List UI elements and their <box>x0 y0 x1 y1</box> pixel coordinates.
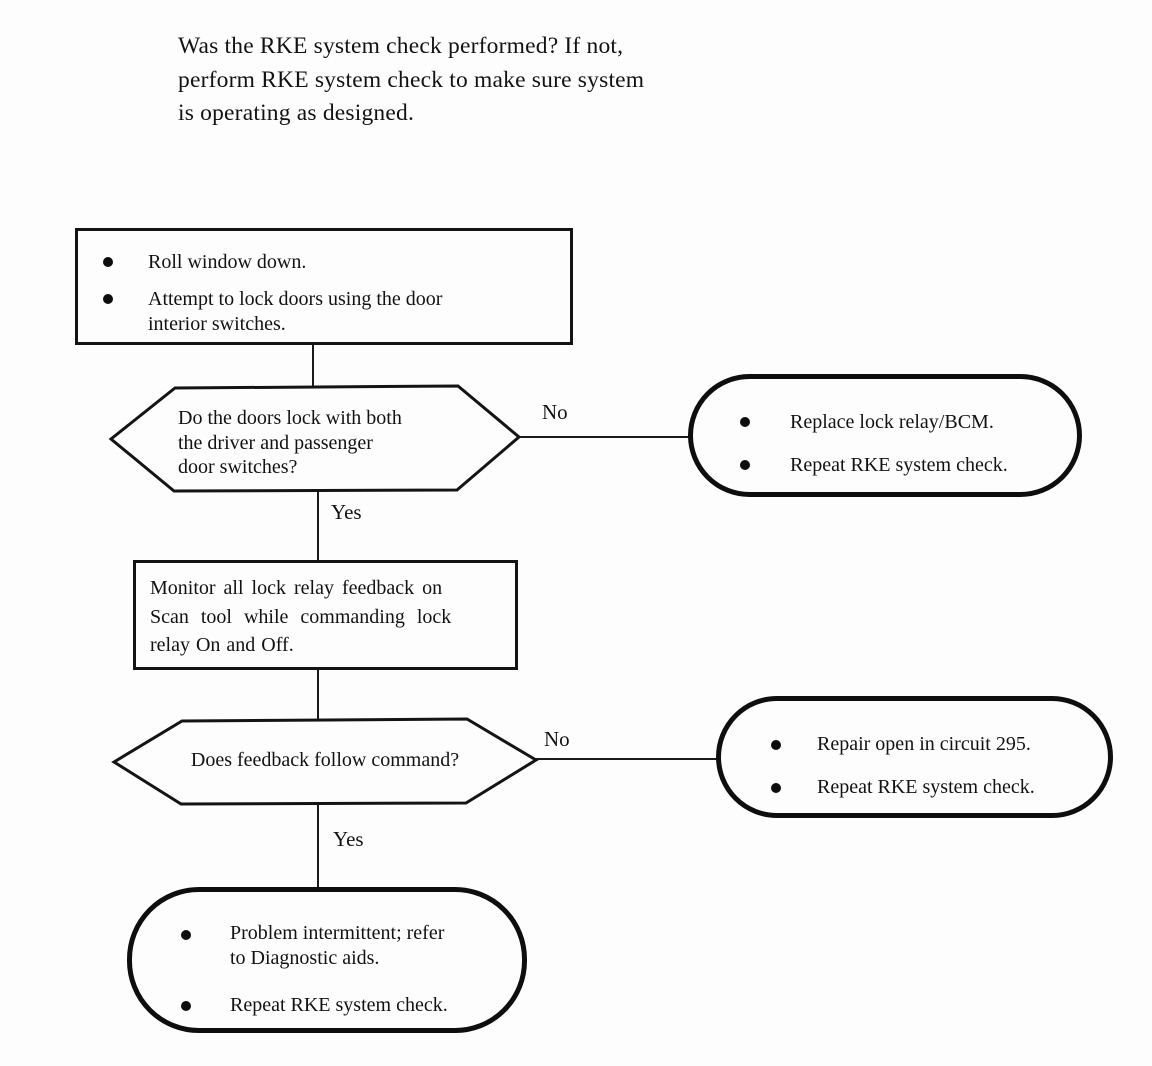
intro-text: Was the RKE system check performed? If n… <box>178 30 644 131</box>
process-line: Scan tool while commanding lock <box>150 605 452 628</box>
decision-1-line: door switches? <box>178 456 298 478</box>
connector-start-to-decision1 <box>312 344 314 390</box>
hexagon-shape <box>111 717 539 806</box>
connector-decision2-no <box>535 758 722 760</box>
edge-label-yes-1: Yes <box>331 500 362 524</box>
decision-1-line: the driver and passenger <box>178 431 373 454</box>
bullet-icon <box>181 930 191 940</box>
bullet-icon <box>103 294 113 304</box>
connector-decision1-no <box>519 436 692 438</box>
start-item-line: interior switches. <box>148 313 286 335</box>
action-no-2-item: Repair open in circuit 295. <box>817 733 1031 755</box>
action-no-1-item: Replace lock relay/BCM. <box>790 411 994 433</box>
process-box: Monitor all lock relay feedback on Scan … <box>133 560 518 670</box>
start-item-line: Attempt to lock doors using the door <box>148 288 443 310</box>
action-no-1-item: Repeat RKE system check. <box>790 454 1008 476</box>
process-line: Monitor all lock relay feedback on <box>150 577 443 599</box>
end-item-line: Problem intermittent; refer <box>230 922 445 944</box>
action-no-1: Replace lock relay/BCM. Repeat RKE syste… <box>688 374 1082 497</box>
start-box: Roll window down. Attempt to lock doors … <box>75 228 573 345</box>
bullet-icon <box>740 460 750 470</box>
connector-process-to-decision2 <box>317 668 319 720</box>
end-item: Repeat RKE system check. <box>230 994 448 1016</box>
decision-1: Do the doors lock with both the driver a… <box>108 383 522 494</box>
bullet-icon <box>771 783 781 793</box>
connector-decision1-yes <box>317 490 319 562</box>
end-box: Problem intermittent; refer to Diagnosti… <box>127 887 527 1033</box>
edge-label-yes-2: Yes <box>333 827 364 851</box>
decision-2: Does feedback follow command? <box>111 716 539 808</box>
edge-label-no-1: No <box>542 400 568 424</box>
intro-line: is operating as designed. <box>178 100 415 126</box>
process-text: Monitor all lock relay feedback on Scan … <box>150 574 451 660</box>
start-item: Roll window down. <box>148 251 307 273</box>
edge-label-no-2: No <box>544 727 570 751</box>
hexagon-shape <box>108 384 522 493</box>
bullet-icon <box>181 1001 191 1011</box>
decision-1-text: Do the doors lock with both the driver a… <box>178 406 402 480</box>
intro-line: Was the RKE system check performed? If n… <box>178 33 624 59</box>
intro-line: perform RKE system check to make sure sy… <box>178 66 645 93</box>
action-no-2: Repair open in circuit 295. Repeat RKE s… <box>716 696 1113 818</box>
start-item: Attempt to lock doors using the door int… <box>148 287 528 337</box>
end-item-line: to Diagnostic aids. <box>230 947 380 969</box>
action-no-2-item: Repeat RKE system check. <box>817 776 1035 798</box>
bullet-icon <box>103 257 113 267</box>
decision-1-line: Do the doors lock with both <box>178 407 402 429</box>
bullet-icon <box>740 417 750 427</box>
decision-2-text: Does feedback follow command? <box>190 749 460 771</box>
process-line: relay On and Off. <box>150 634 294 656</box>
connector-decision2-yes <box>317 803 319 890</box>
bullet-icon <box>771 740 781 750</box>
end-item: Problem intermittent; refer to Diagnosti… <box>230 921 510 971</box>
